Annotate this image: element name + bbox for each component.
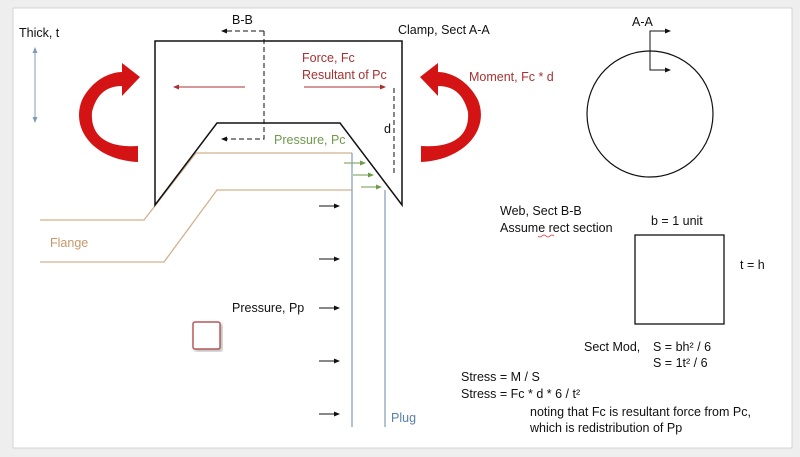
bb-label: B-B (232, 13, 253, 27)
moment-label: Moment, Fc * d (469, 70, 554, 84)
resultant-label: Resultant of Pc (302, 68, 387, 82)
flange-lower-line (40, 189, 352, 263)
section-bb-line (221, 31, 265, 142)
b-unit-label: b = 1 unit (651, 214, 703, 228)
note-line-2: which is redistribution of Pp (529, 421, 682, 435)
t-h-label: t = h (740, 258, 765, 272)
web-label: Web, Sect B-B (500, 204, 582, 218)
flange-upper-line (40, 152, 352, 221)
flange-label: Flange (50, 236, 88, 250)
clamp-outline (154, 40, 403, 208)
assume-label: Assume rect section (500, 221, 613, 235)
moment-arrow-right-icon (420, 63, 481, 162)
rect-section (634, 234, 725, 325)
plug-label: Plug (391, 411, 416, 425)
shape-handle-box[interactable] (192, 321, 221, 350)
thick-label: Thick, t (19, 26, 60, 40)
pressure-pc-label: Pressure, Pc (274, 133, 346, 147)
stress-formula-1: Stress = M / S (461, 370, 540, 384)
formula-s2: S = 1t² / 6 (653, 356, 708, 370)
moment-arrow-left-icon (78, 63, 140, 162)
sect-mod-label: Sect Mod, (584, 340, 640, 354)
aa-label: A-A (632, 15, 654, 29)
clamp-label: Clamp, Sect A-A (398, 23, 490, 37)
stress-formula-2: Stress = Fc * d * 6 / t² (461, 387, 580, 401)
formula-s1: S = bh² / 6 (653, 340, 711, 354)
note-line-1: noting that Fc is resultant force from P… (530, 405, 751, 419)
spellcheck-underline (537, 234, 555, 238)
pressure-pp-label: Pressure, Pp (232, 301, 304, 315)
force-label: Force, Fc (302, 51, 355, 65)
d-label: d (384, 122, 391, 136)
